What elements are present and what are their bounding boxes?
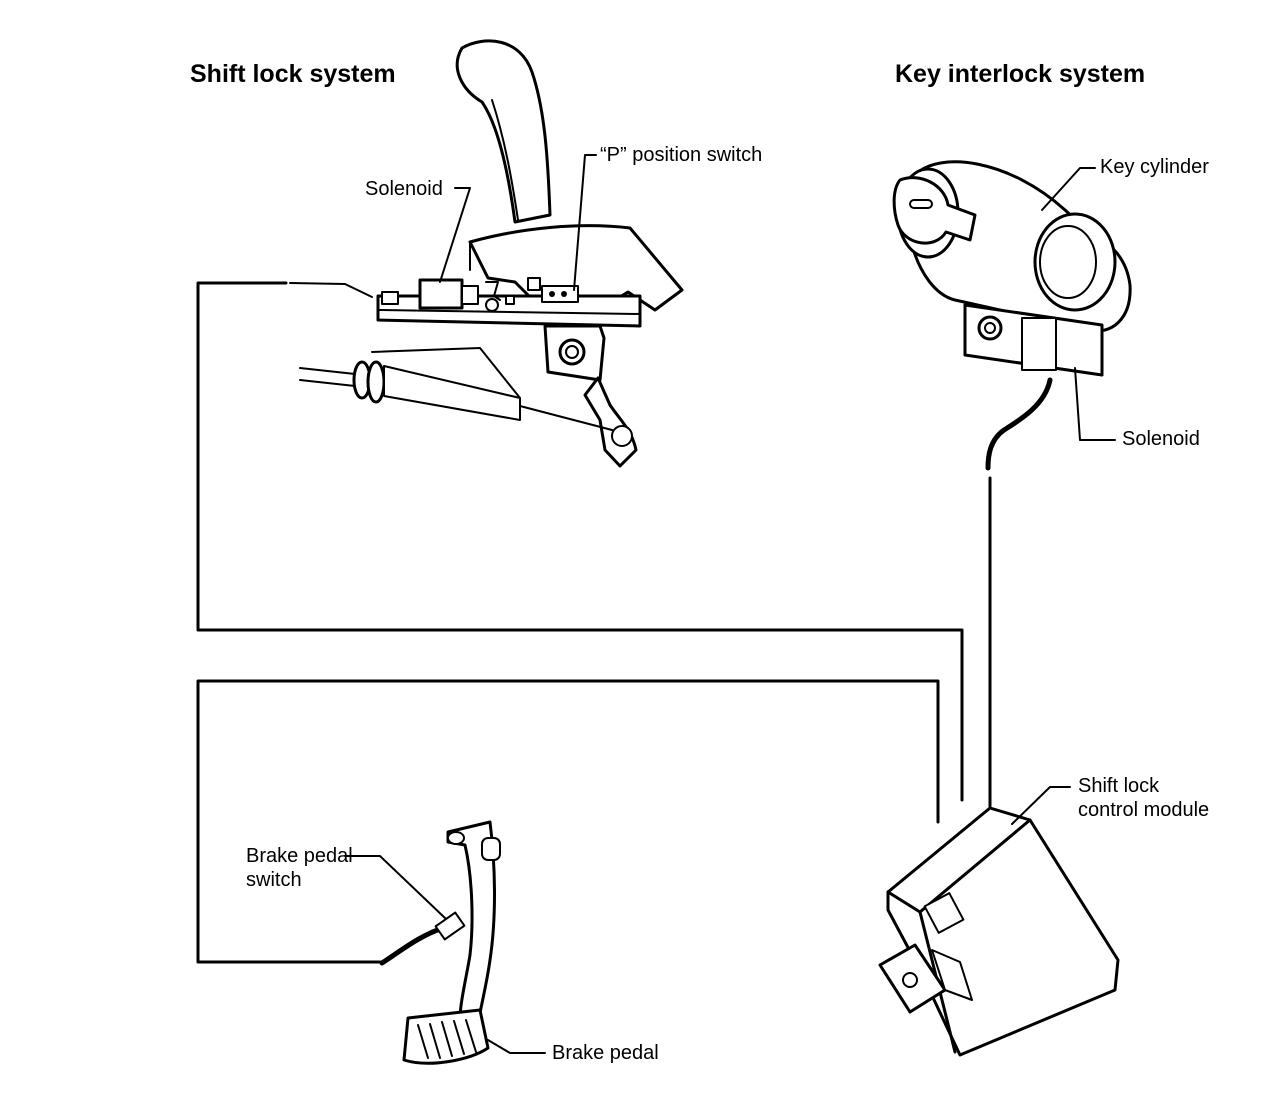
label-p-position-switch: “P” position switch [600, 144, 763, 166]
label-control-module-line2: control module [1078, 799, 1210, 821]
title-key-interlock-system: Key interlock system [895, 60, 1146, 88]
shift-cable [299, 367, 356, 387]
wire-brake-to-module [196, 679, 940, 964]
wire-shift-lock-to-module [196, 281, 964, 802]
shift-lever-assembly [299, 39, 684, 468]
label-shift-solenoid: Solenoid [365, 178, 443, 200]
label-brake-pedal: Brake pedal [552, 1042, 659, 1064]
label-shift-lock-control-module: Shift lock control module [1078, 774, 1209, 822]
key [892, 176, 977, 245]
label-key-cylinder: Key cylinder [1100, 156, 1209, 178]
leader-brake-switch [344, 855, 446, 919]
leader-key-cylinder [1041, 167, 1096, 211]
leader-key-solenoid [1074, 367, 1116, 441]
title-shift-lock-system: Shift lock system [190, 60, 396, 88]
shift-knob [455, 39, 552, 224]
control-module-box [886, 806, 1120, 1057]
wire-brake-switch [379, 924, 449, 966]
label-control-module-line1: Shift lock [1078, 775, 1160, 797]
label-key-solenoid: Solenoid [1122, 428, 1200, 450]
label-brake-switch-line2: switch [246, 869, 302, 891]
leader-lines [344, 154, 1116, 1054]
wire-key-solenoid [985, 377, 1053, 471]
wiring-harness [196, 281, 1053, 966]
label-brake-pedal-switch: Brake pedal switch [246, 844, 353, 892]
p-position-switch-body [541, 285, 579, 303]
shift-lower-arm [583, 376, 638, 468]
brake-pedal-switch-body [434, 911, 466, 941]
leader-brake-pedal [487, 1039, 546, 1054]
wire-shift-solenoid [289, 282, 373, 298]
label-brake-switch-line1: Brake pedal [246, 845, 353, 867]
key-cylinder-assembly [892, 160, 1132, 377]
leader-shift-solenoid [439, 187, 471, 283]
leader-control-module [1011, 786, 1071, 825]
shift-solenoid-body [418, 278, 464, 310]
brake-pedal-assembly [402, 820, 501, 1065]
leader-p-switch [573, 154, 597, 291]
control-module-assembly [878, 806, 1120, 1057]
